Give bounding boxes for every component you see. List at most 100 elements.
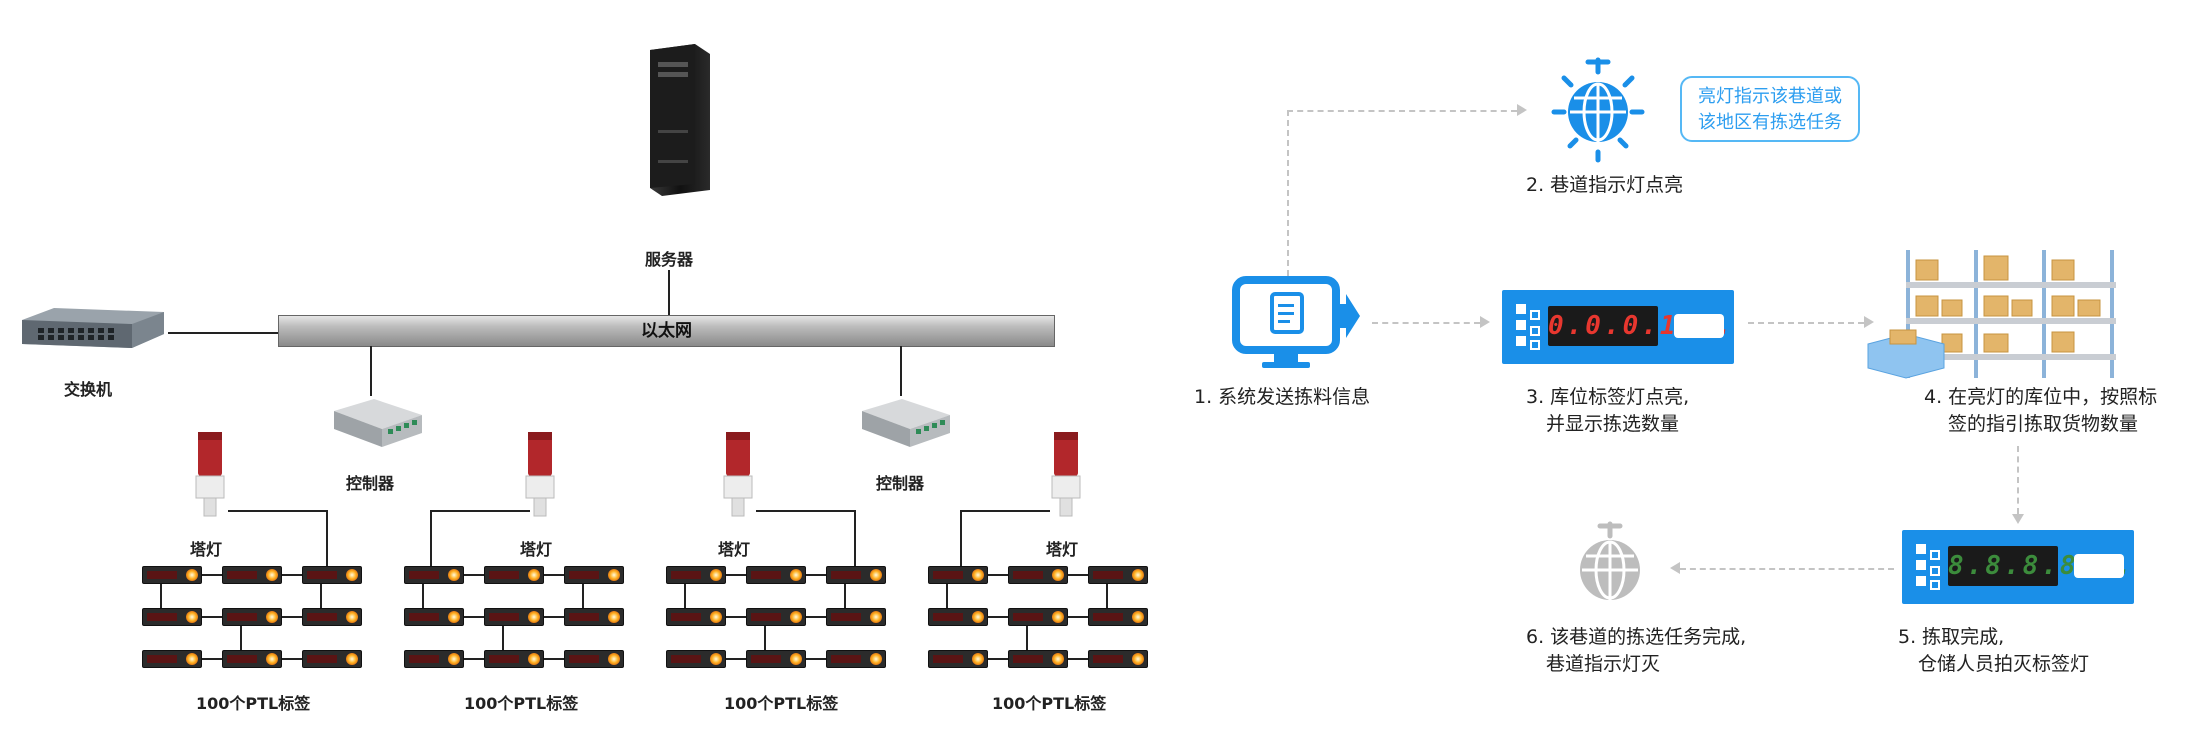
ptl-chain-link — [764, 624, 766, 650]
computer-icon — [1232, 276, 1360, 376]
ethernet-label: 以太网 — [641, 321, 692, 341]
ptl-chain-link — [544, 658, 564, 660]
ptl-label-device — [222, 650, 282, 668]
ptl-display — [933, 655, 963, 663]
ptl-led — [608, 653, 620, 665]
ptl-chain-link — [544, 574, 564, 576]
flow-line-5 — [1680, 568, 1894, 570]
ptl-display — [569, 655, 599, 663]
switch-label: 交换机 — [64, 380, 113, 399]
ptl-chain-link — [282, 616, 302, 618]
ptl-panel-done: 8.8.8.8.8. — [1902, 530, 2134, 604]
ptl-label-device — [826, 566, 886, 584]
flow-arrow-4 — [2012, 514, 2024, 524]
ptl-label-device — [1088, 566, 1148, 584]
server-icon — [640, 40, 720, 200]
ptl-chain-link — [502, 624, 504, 650]
step5-line2: 仓储人员拍灭标签灯 — [1918, 653, 2090, 675]
step5-line1: 5. 拣取完成, — [1898, 626, 2005, 648]
step4-label: 4. 在亮灯的库位中，按照标 签的指引拣取货物数量 — [1924, 384, 2157, 438]
ptl-chain-link — [1068, 616, 1088, 618]
tower-light-1-label: 塔灯 — [190, 540, 223, 559]
server-connector — [668, 270, 670, 315]
ptl-display — [489, 655, 519, 663]
ptl-chain-link — [202, 658, 222, 660]
ptl-chain-link — [240, 624, 242, 650]
ptl-chain-link — [1026, 624, 1028, 650]
server-label: 服务器 — [645, 250, 694, 269]
ptl-led — [346, 653, 358, 665]
ptl-led — [186, 611, 198, 623]
ptl-led — [1052, 611, 1064, 623]
step1-label: 1. 系统发送拣料信息 — [1194, 384, 1370, 411]
ptl-chain-link — [282, 574, 302, 576]
ptl-chain-link — [1068, 658, 1088, 660]
ptl-display — [671, 613, 701, 621]
ptl-display — [671, 571, 701, 579]
ptl-led — [870, 653, 882, 665]
ptl-led — [972, 569, 984, 581]
ptl-led — [710, 653, 722, 665]
wire — [430, 510, 530, 512]
ptl-label-device — [222, 566, 282, 584]
ptl-chain-link — [806, 658, 826, 660]
flow-line-4 — [2017, 446, 2019, 514]
flow-line-3 — [1748, 322, 1864, 324]
ptl-label-device — [484, 566, 544, 584]
ptl-display — [751, 655, 781, 663]
ptl-display-5: 8.8.8.8.8. — [1948, 546, 2132, 586]
ptl-label-device — [302, 566, 362, 584]
switch-connector — [168, 332, 278, 334]
panel-dot — [1516, 304, 1526, 314]
ptl-display — [569, 613, 599, 621]
tower-light-4-icon — [1046, 430, 1086, 518]
tower-light-4-label: 塔灯 — [1046, 540, 1079, 559]
ptl-display — [1093, 571, 1123, 579]
ptl-display — [489, 571, 519, 579]
panel-dot — [1530, 310, 1540, 320]
ptl-label-device — [302, 650, 362, 668]
ptl-display — [1093, 613, 1123, 621]
ptl-display — [569, 571, 599, 579]
ptl-chain-link — [806, 616, 826, 618]
ptl-led — [186, 653, 198, 665]
ptl-label-device — [564, 566, 624, 584]
ptl-label-device — [564, 650, 624, 668]
ptl-label-device — [564, 608, 624, 626]
ptl-label-device — [484, 650, 544, 668]
controller-1-connector — [370, 346, 372, 396]
ptl-led — [1052, 569, 1064, 581]
step6-line1: 6. 该巷道的拣选任务完成, — [1526, 626, 1747, 648]
ptl-label-device — [928, 566, 988, 584]
ptl-chain-link — [726, 658, 746, 660]
ptl-display — [1013, 571, 1043, 579]
ptl-label-device — [1088, 608, 1148, 626]
panel-dot — [1930, 550, 1940, 560]
ptl-chain-link — [544, 616, 564, 618]
ptl-led — [528, 653, 540, 665]
tower-light-3-label: 塔灯 — [718, 540, 751, 559]
panel-dot — [1516, 320, 1526, 330]
ethernet-bus: 以太网 — [278, 315, 1055, 347]
ptl-chain-link — [988, 616, 1008, 618]
ptl-chain-link — [946, 582, 948, 608]
ptl-display — [489, 613, 519, 621]
ptl-display — [671, 655, 701, 663]
ptl-display — [831, 613, 861, 621]
ptl-led — [528, 611, 540, 623]
ptl-group-1-label: 100个PTL标签 — [196, 694, 311, 713]
wire — [430, 510, 432, 570]
tower-light-2-icon — [520, 430, 560, 518]
flow-arrow-1 — [1517, 104, 1527, 116]
controller-2-label: 控制器 — [876, 474, 925, 493]
ptl-led — [1052, 653, 1064, 665]
wire — [960, 510, 962, 570]
wire — [228, 510, 328, 512]
ptl-chain-link — [464, 658, 484, 660]
ptl-led — [448, 569, 460, 581]
flow-arrow-2 — [1480, 316, 1490, 328]
ptl-label-device — [666, 608, 726, 626]
ptl-group-3-label: 100个PTL标签 — [724, 694, 839, 713]
step6-label: 6. 该巷道的拣选任务完成, 巷道指示灯灭 — [1526, 624, 1746, 678]
ptl-led — [710, 569, 722, 581]
